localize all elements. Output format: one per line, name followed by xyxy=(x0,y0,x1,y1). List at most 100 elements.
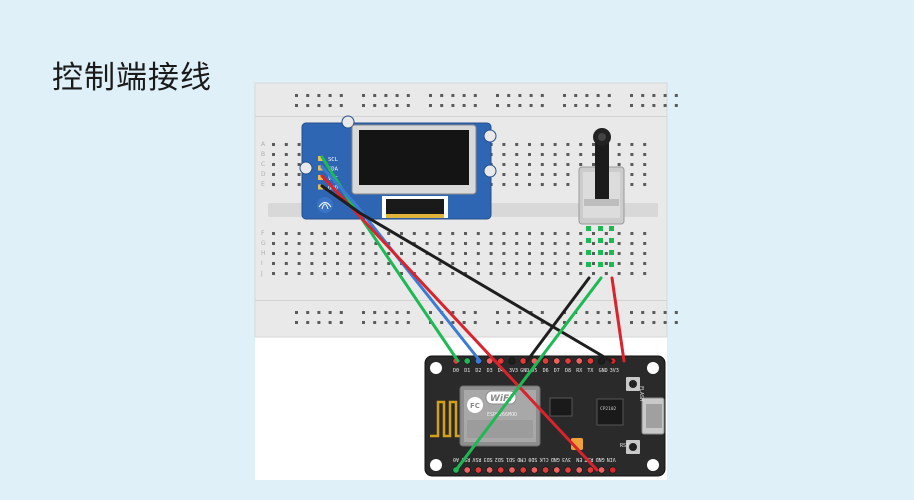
breadboard-hole xyxy=(464,262,467,265)
breadboard-hole xyxy=(323,242,327,245)
breadboard-hole xyxy=(284,143,288,146)
breadboard-hole xyxy=(489,242,493,245)
breadboard-hole xyxy=(384,321,388,324)
breadboard-hole xyxy=(473,104,477,107)
breadboard-hole xyxy=(579,242,583,245)
breadboard-hole xyxy=(630,143,634,146)
breadboard-hole xyxy=(306,94,310,97)
breadboard-hole xyxy=(674,104,678,107)
breadboard-hole xyxy=(272,163,275,166)
breadboard-hole xyxy=(339,311,343,314)
nodemcu-pin xyxy=(598,466,606,474)
breadboard-hole xyxy=(476,232,480,235)
breadboard-hole xyxy=(406,311,410,314)
nodemcu-pin-label: CLK xyxy=(540,456,549,462)
breadboard-hole xyxy=(596,94,600,97)
breadboard-hole xyxy=(592,272,595,275)
breadboard-hole xyxy=(395,311,399,314)
breadboard-hole xyxy=(489,262,493,265)
breadboard-hole xyxy=(553,143,557,146)
breadboard-hole xyxy=(272,143,275,146)
breadboard-hole xyxy=(387,242,391,245)
nodemcu-pin-label: D2 xyxy=(475,368,481,374)
nodemcu-pin xyxy=(486,357,494,365)
breadboard-hole xyxy=(566,272,570,275)
svg-text:RST: RST xyxy=(620,443,629,449)
breadboard-hole xyxy=(361,262,365,265)
nodemcu-pin-label: SD2 xyxy=(495,456,504,462)
breadboard-hole xyxy=(641,94,645,97)
svg-text:FC: FC xyxy=(470,402,480,410)
nodemcu-pin-label: RST xyxy=(584,456,593,462)
nodemcu-pin-label: 3V3 xyxy=(610,368,619,374)
nodemcu-pin-label: 3V3 xyxy=(562,456,571,462)
svg-text:CP2102: CP2102 xyxy=(600,406,617,412)
nodemcu-pin xyxy=(519,466,527,474)
breadboard-hole xyxy=(451,262,455,265)
breadboard-hole xyxy=(515,163,519,166)
breadboard-hole xyxy=(604,232,608,235)
breadboard-hole xyxy=(607,311,611,314)
breadboard-hole xyxy=(400,272,403,275)
breadboard-hole xyxy=(592,163,595,166)
breadboard-hole xyxy=(374,262,378,265)
breadboard-hole xyxy=(553,242,557,245)
breadboard-hole xyxy=(528,153,531,156)
svg-text:C: C xyxy=(261,161,265,168)
breadboard-hole xyxy=(489,272,493,275)
slide-title: 控制端接线 xyxy=(52,60,212,96)
breadboard-hole xyxy=(295,311,298,314)
breadboard-hole xyxy=(395,104,399,107)
breadboard-hole xyxy=(553,173,557,176)
oled-pin xyxy=(318,184,323,190)
breadboard-hole xyxy=(272,272,275,275)
breadboard-hole xyxy=(412,252,416,255)
breadboard-hole xyxy=(295,104,298,107)
breadboard-hole xyxy=(310,272,314,275)
breadboard-hole xyxy=(348,232,352,235)
breadboard-hole xyxy=(604,242,608,245)
nodemcu-pin-label: D8 xyxy=(565,368,571,374)
breadboard-hole xyxy=(643,153,647,156)
breadboard-hole xyxy=(502,232,506,235)
potentiometer xyxy=(578,128,625,225)
breadboard-hole xyxy=(630,311,633,314)
breadboard-hole xyxy=(464,232,467,235)
breadboard-hole xyxy=(630,232,634,235)
breadboard-hole xyxy=(373,104,377,107)
breadboard-hole xyxy=(295,94,298,97)
breadboard-hole xyxy=(451,232,455,235)
breadboard-hole xyxy=(502,163,506,166)
nodemcu-pin-label: D4 xyxy=(498,368,504,374)
breadboard-hole xyxy=(429,94,432,97)
svg-text:WiFi: WiFi xyxy=(490,394,513,404)
svg-text:J: J xyxy=(260,270,263,277)
breadboard-hole xyxy=(507,104,511,107)
nodemcu-pin-label: D5 xyxy=(531,368,537,374)
nodemcu-pin-label: D1 xyxy=(464,368,470,374)
breadboard-hole xyxy=(579,262,583,265)
breadboard-hole xyxy=(429,104,432,107)
breadboard-hole xyxy=(297,183,301,186)
breadboard-hole xyxy=(507,311,511,314)
breadboard-hole xyxy=(566,183,570,186)
nodemcu-pin-label: CMD xyxy=(517,456,526,462)
breadboard-hole xyxy=(528,252,531,255)
nodemcu-pin-label: D0 xyxy=(453,368,459,374)
breadboard-hole xyxy=(284,183,288,186)
breadboard-hole xyxy=(336,242,339,245)
breadboard-hole xyxy=(361,232,365,235)
breadboard-hole xyxy=(630,272,634,275)
breadboard-hole xyxy=(540,321,544,324)
breadboard-hole xyxy=(592,232,595,235)
breadboard-hole xyxy=(515,173,519,176)
breadboard-hole xyxy=(328,94,332,97)
breadboard-hole xyxy=(502,153,506,156)
breadboard-hole xyxy=(579,143,583,146)
breadboard-hole xyxy=(425,262,429,265)
breadboard-hole xyxy=(336,262,339,265)
nodemcu-pin xyxy=(586,466,594,474)
breadboard-hole xyxy=(374,272,378,275)
breadboard-hole xyxy=(473,311,477,314)
breadboard-hole xyxy=(451,272,455,275)
